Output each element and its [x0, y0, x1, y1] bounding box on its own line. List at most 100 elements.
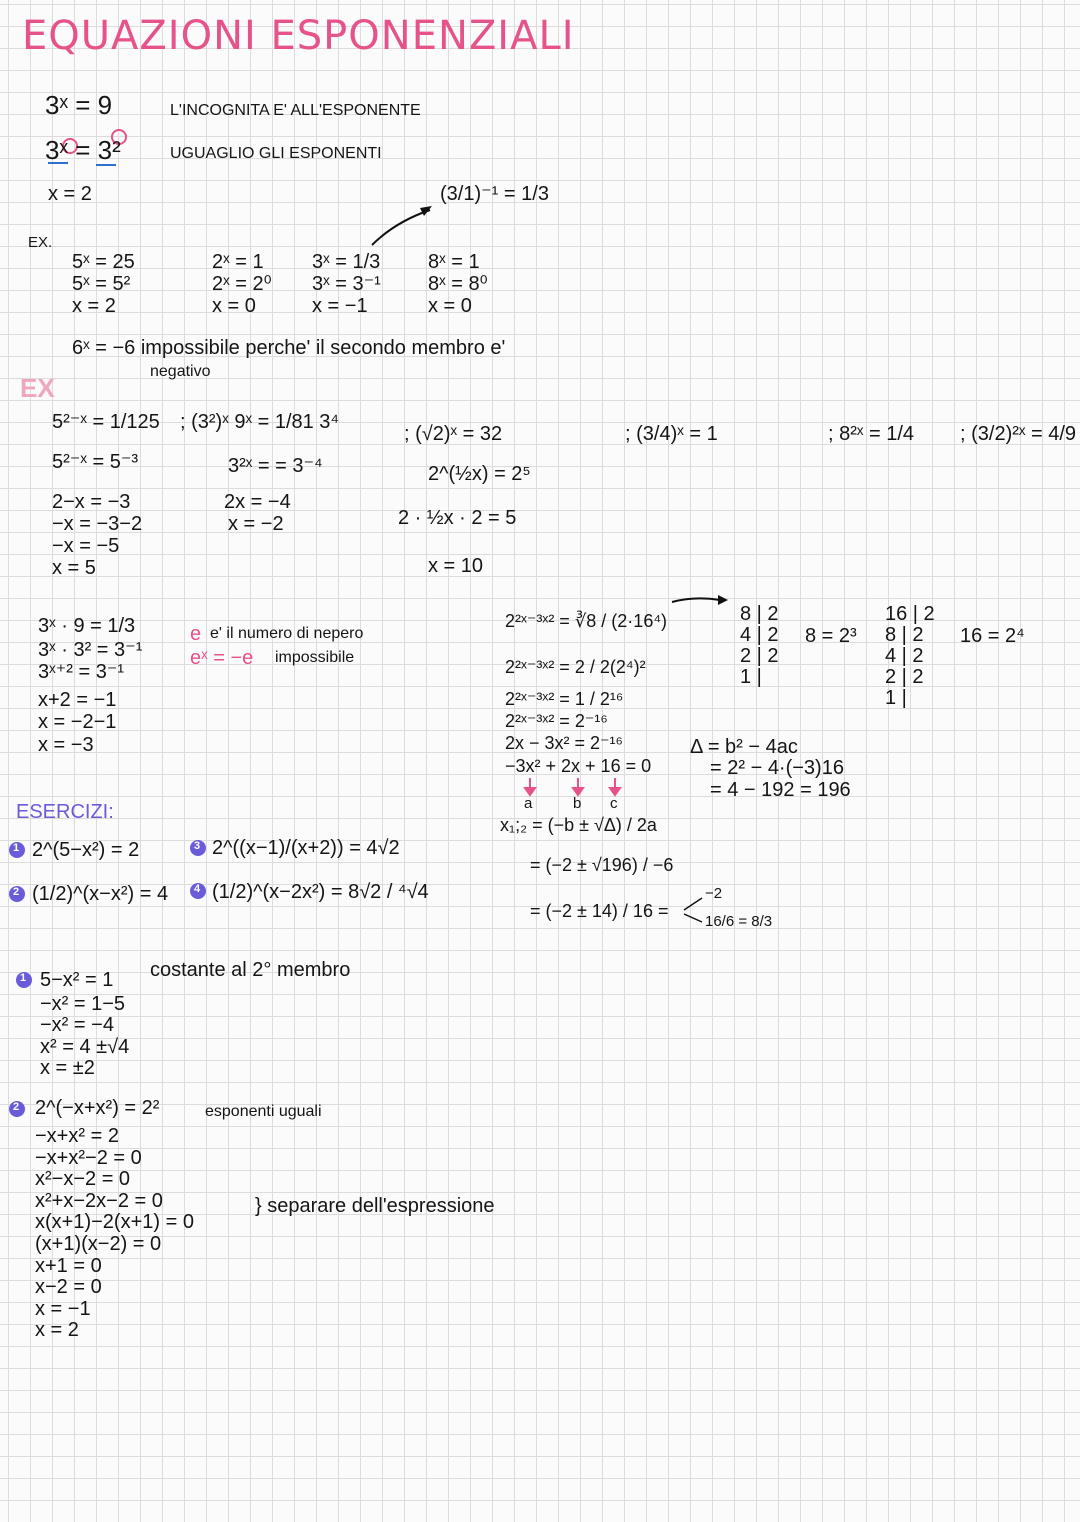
solution-note: esponenti uguali	[205, 1103, 322, 1120]
solution-step: x = −1	[35, 1297, 91, 1320]
exercise-step: 2²ˣ⁻³ˣ² = 2⁻¹⁶	[505, 711, 608, 731]
intro-equation: 3ˣ = 9	[45, 90, 113, 120]
solution-step: x²−x−2 = 0	[35, 1168, 131, 1191]
exercise-item: (1/2)^(x−2x²) = 8√2 / ⁴√4	[212, 881, 429, 903]
side-note: (3/1)⁻¹ = 1/3	[440, 183, 549, 205]
impossible-note: negativo	[150, 363, 211, 380]
intro-note: L'INCOGNITA E' ALL'ESPONENTE	[170, 102, 421, 119]
exercise-number: 1	[13, 842, 20, 854]
solution-step: x = 2	[35, 1319, 79, 1342]
solution-step: −x² = −4	[40, 1014, 114, 1036]
example-step: x = −1	[312, 295, 368, 317]
solution-step: (x+1)(x−2) = 0	[35, 1233, 162, 1255]
exercise-item: 2^(5−x²) = 2	[32, 839, 140, 861]
example-step: 3ˣ = 1/3	[312, 251, 381, 273]
coefficient-label: b	[573, 795, 582, 812]
division-row: 16 | 2	[885, 603, 935, 625]
impossible-note: 6ˣ = −6 impossibile perche' il secondo m…	[72, 337, 506, 359]
exercise-number: 2	[13, 1101, 20, 1113]
division-row: 8 | 2	[740, 603, 779, 625]
example-step: −x = −3−2	[52, 513, 143, 535]
example-step: 5²⁻ˣ = 1/125	[52, 411, 160, 433]
root-branch-arrows	[683, 897, 703, 923]
root-value: 16/6 = 8/3	[705, 913, 773, 930]
exercise-step: −3x² + 2x + 16 = 0	[505, 756, 652, 776]
solution-step: x+1 = 0	[35, 1254, 102, 1277]
example-step: 2^(½x) = 2⁵	[428, 463, 531, 485]
example-step: −x = −5	[52, 535, 120, 557]
division-row: 2 | 2	[885, 666, 924, 688]
example-step: 3ˣ · 9 = 1/3	[38, 615, 136, 637]
example-step: x = 0	[212, 295, 256, 317]
exercises-heading: ESERCIZI:	[16, 801, 114, 823]
solution-step: x²+x−2x−2 = 0	[35, 1189, 163, 1212]
formula-step: = (−2 ± 14) / 16 =	[530, 901, 669, 921]
page-title: EQUAZIONI ESPONENZIALI	[22, 13, 575, 59]
delta-step: = 4 − 192 = 196	[710, 779, 851, 801]
solution-step: x = ±2	[40, 1057, 95, 1079]
delta-step: = 2² − 4·(−3)16	[710, 757, 844, 779]
solution-step: −x+x² = 2	[35, 1125, 119, 1147]
power-note: 8 = 2³	[805, 625, 857, 647]
intro-result: x = 2	[48, 183, 92, 205]
exercise-step: 2²ˣ⁻³ˣ² = ∛8 / (2·16⁴)	[505, 611, 668, 631]
arrowhead-icon	[718, 595, 728, 605]
example-step: 8ˣ = 8⁰	[428, 273, 488, 295]
nepero-note: impossibile	[275, 649, 355, 666]
example-step: 2−x = −3	[52, 491, 131, 513]
example-step: 2x = −4	[224, 491, 291, 513]
nepero-equation: eˣ = −e	[190, 647, 254, 669]
example-step: 3ˣ = 3⁻¹	[312, 273, 381, 295]
example-step: ; (3/2)²ˣ = 4/9	[960, 423, 1077, 445]
example-step: 3ˣ · 3² = 3⁻¹	[38, 639, 143, 661]
example-step: x = −3	[38, 734, 94, 756]
exercise-step: 2x − 3x² = 2⁻¹⁶	[505, 733, 623, 753]
formula-step: = (−2 ± √196) / −6	[530, 855, 674, 875]
exercise-item: 2^((x−1)/(x+2)) = 4√2	[212, 837, 400, 859]
example-step: 3ˣ⁺² = 3⁻¹	[38, 661, 125, 683]
pink-arrows	[523, 778, 622, 797]
arrowhead-icon	[420, 206, 432, 216]
example-step: 5²⁻ˣ = 5⁻³	[52, 451, 139, 473]
example-step: x = −2	[228, 513, 284, 535]
exercise-step: 2²ˣ⁻³ˣ² = 1 / 2¹⁶	[505, 689, 624, 709]
arrow-icon	[371, 209, 431, 246]
exercise-step: 2²ˣ⁻³ˣ² = 2 / 2(2⁴)²	[505, 657, 646, 677]
intro-note: UGUAGLIO GLI ESPONENTI	[170, 145, 382, 162]
example-step: ; (3²)ˣ 9ˣ = 1/81 3⁴	[180, 411, 340, 433]
solution-step: x−2 = 0	[35, 1276, 102, 1299]
division-row: 1 |	[885, 687, 907, 709]
solution-step: −x+x²−2 = 0	[35, 1146, 142, 1169]
exercise-item: (1/2)^(x−x²) = 4	[32, 883, 169, 905]
division-row: 2 | 2	[740, 645, 779, 667]
solution-step: x(x+1)−2(x+1) = 0	[35, 1211, 194, 1234]
solution-note: } separare dell'espressione	[255, 1195, 495, 1217]
nepero-e: e	[190, 623, 202, 645]
root-value: −2	[705, 885, 723, 902]
division-row: 8 | 2	[885, 624, 924, 646]
power-note: 16 = 2⁴	[960, 625, 1025, 647]
exercise-number: 1	[20, 972, 27, 984]
delta-step: Δ = b² − 4ac	[690, 736, 798, 758]
coefficient-label: c	[610, 795, 618, 812]
solution-step: x² = 4 ±√4	[40, 1036, 130, 1058]
example-step: 3²ˣ = = 3⁻⁴	[228, 455, 323, 477]
example-step: x = 5	[52, 557, 96, 579]
solution-step: −x² = 1−5	[40, 993, 126, 1015]
example-step: x+2 = −1	[38, 689, 117, 711]
example-step: ; 8²ˣ = 1/4	[828, 423, 915, 445]
example-step: 8ˣ = 1	[428, 251, 480, 273]
nepero-note: e' il numero di nepero	[210, 625, 364, 642]
example-step: 5ˣ = 25	[72, 251, 135, 273]
intro-equation: 3ˣ = 3²	[45, 135, 121, 165]
exercise-number: 2	[13, 886, 20, 898]
example-step: ; (√2)ˣ = 32	[404, 423, 503, 445]
example-step: ; (3/4)ˣ = 1	[625, 423, 718, 445]
example-step: 2 · ½x · 2 = 5	[398, 507, 517, 529]
example-step: x = 0	[428, 295, 472, 317]
solution-step: 2^(−x+x²) = 2²	[35, 1097, 160, 1119]
coefficient-label: a	[524, 795, 533, 812]
division-row: 4 | 2	[740, 624, 779, 646]
example-step: x = 10	[428, 555, 484, 577]
example-step: x = 2	[72, 295, 116, 317]
